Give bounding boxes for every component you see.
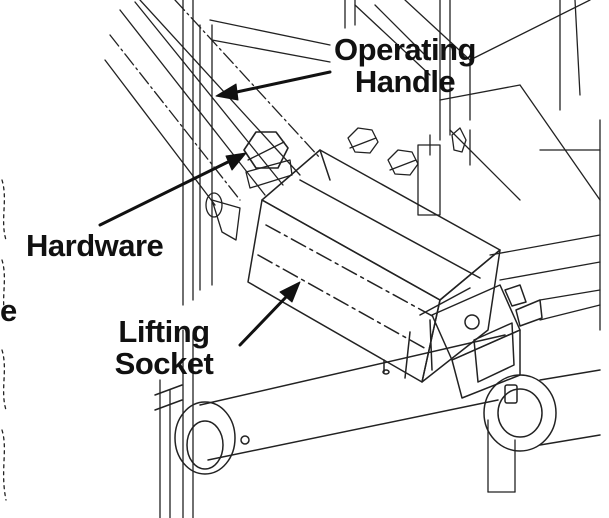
square-shaft (429, 284, 543, 399)
lower-supports (159, 289, 601, 518)
lower-shaft (154, 334, 601, 475)
left-edge-fragments (1, 179, 7, 501)
operating-handle-tube (104, 0, 321, 206)
label-operating-handle: Operating Handle (330, 34, 480, 98)
label-edge-fragment: e (0, 293, 17, 328)
label-hardware: Hardware (26, 228, 164, 263)
lifting-socket-body (247, 149, 501, 383)
label-operating-handle-line1: Operating (334, 32, 476, 67)
upper-bolts (347, 127, 467, 216)
label-lifting-socket-line2: Socket (114, 346, 214, 381)
label-lifting-socket: Lifting Socket (104, 316, 224, 380)
label-operating-handle-line2: Handle (354, 64, 456, 99)
arrow-hardware (98, 152, 247, 227)
arrow-lifting-socket (238, 281, 301, 347)
frame-structure (182, 0, 601, 331)
arrow-operating-handle (215, 70, 332, 101)
callout-arrows (98, 70, 332, 347)
label-lifting-socket-line1: Lifting (118, 314, 210, 349)
